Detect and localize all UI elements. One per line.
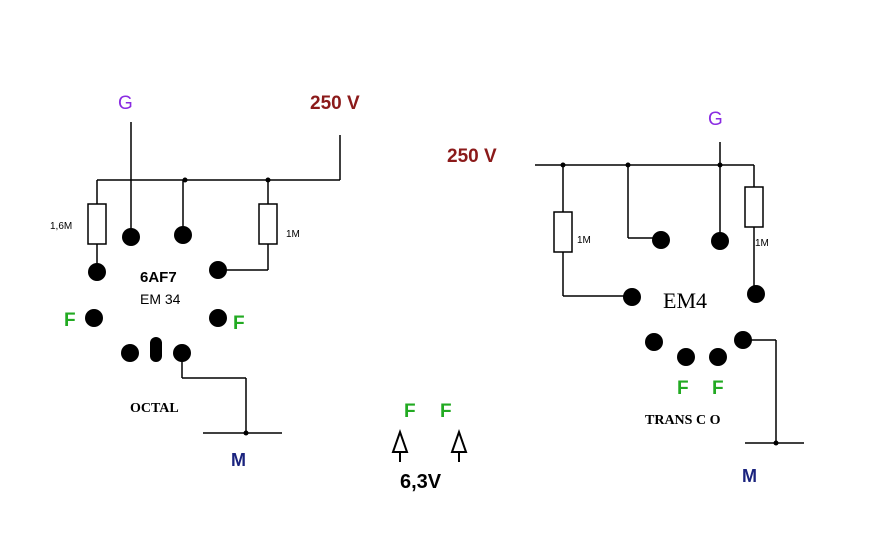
pin-mass [173,344,191,362]
center-supply-label: 6,3V [400,471,442,493]
right-junction [773,440,779,446]
left-tube-type: 6AF7 [140,269,177,286]
pin [88,263,106,281]
right-voltage-label: 250 V [447,146,497,167]
left-junction [243,430,249,436]
center-filament-label-left: F [404,401,416,422]
pin [645,333,663,351]
right-base-label: TRANS C O [645,413,721,428]
left-tube-alt: EM 34 [140,291,181,307]
pin-filament [709,348,727,366]
right-tube-type: EM4 [663,288,707,313]
left-grid-label: G [118,93,133,114]
left-mass-label: M [231,450,246,470]
right-resistors [553,186,764,253]
left-resistor2-label: 1M [286,229,300,240]
pin [121,344,139,362]
right-grid-label: G [708,109,723,130]
right-resistor2-label: 1M [755,238,769,249]
right-junction [717,162,723,168]
left-filament-label-right: F [233,313,245,334]
pin-filament [677,348,695,366]
pin-grid [711,232,729,250]
left-junctions [182,177,271,436]
left-circuit [96,122,341,434]
pin-filament [85,309,103,327]
right-junctions [560,162,779,446]
center-filament-supply [391,428,468,462]
left-resistor-2 [258,203,278,245]
right-junction [560,162,566,168]
pin [174,226,192,244]
right-resistor-1 [553,211,573,253]
left-voltage-label: 250 V [310,93,360,114]
right-resistor1-label: 1M [577,235,591,246]
right-junction [625,162,631,168]
left-pins [85,226,227,362]
right-filament-label-left: F [677,378,689,399]
right-pins [623,231,765,366]
pin-mass [734,331,752,349]
pin [652,231,670,249]
left-junction [182,177,188,183]
pin [209,261,227,279]
left-resistors [87,203,278,245]
pin-filament [209,309,227,327]
right-resistor-2 [744,186,764,228]
left-resistor-1 [87,203,107,245]
arrow-up-icon [450,428,468,462]
left-junction [265,177,271,183]
pin [623,288,641,306]
left-resistor1-label: 1,6M [50,221,72,232]
right-filament-label-right: F [712,378,724,399]
left-base-label: OCTAL [130,401,179,416]
pin-grid [122,228,140,246]
pin [747,285,765,303]
arrow-up-icon [391,428,409,462]
center-filament-label-right: F [440,401,452,422]
octal-key [150,337,162,362]
right-mass-label: M [742,466,757,486]
left-filament-label-left: F [64,310,76,331]
